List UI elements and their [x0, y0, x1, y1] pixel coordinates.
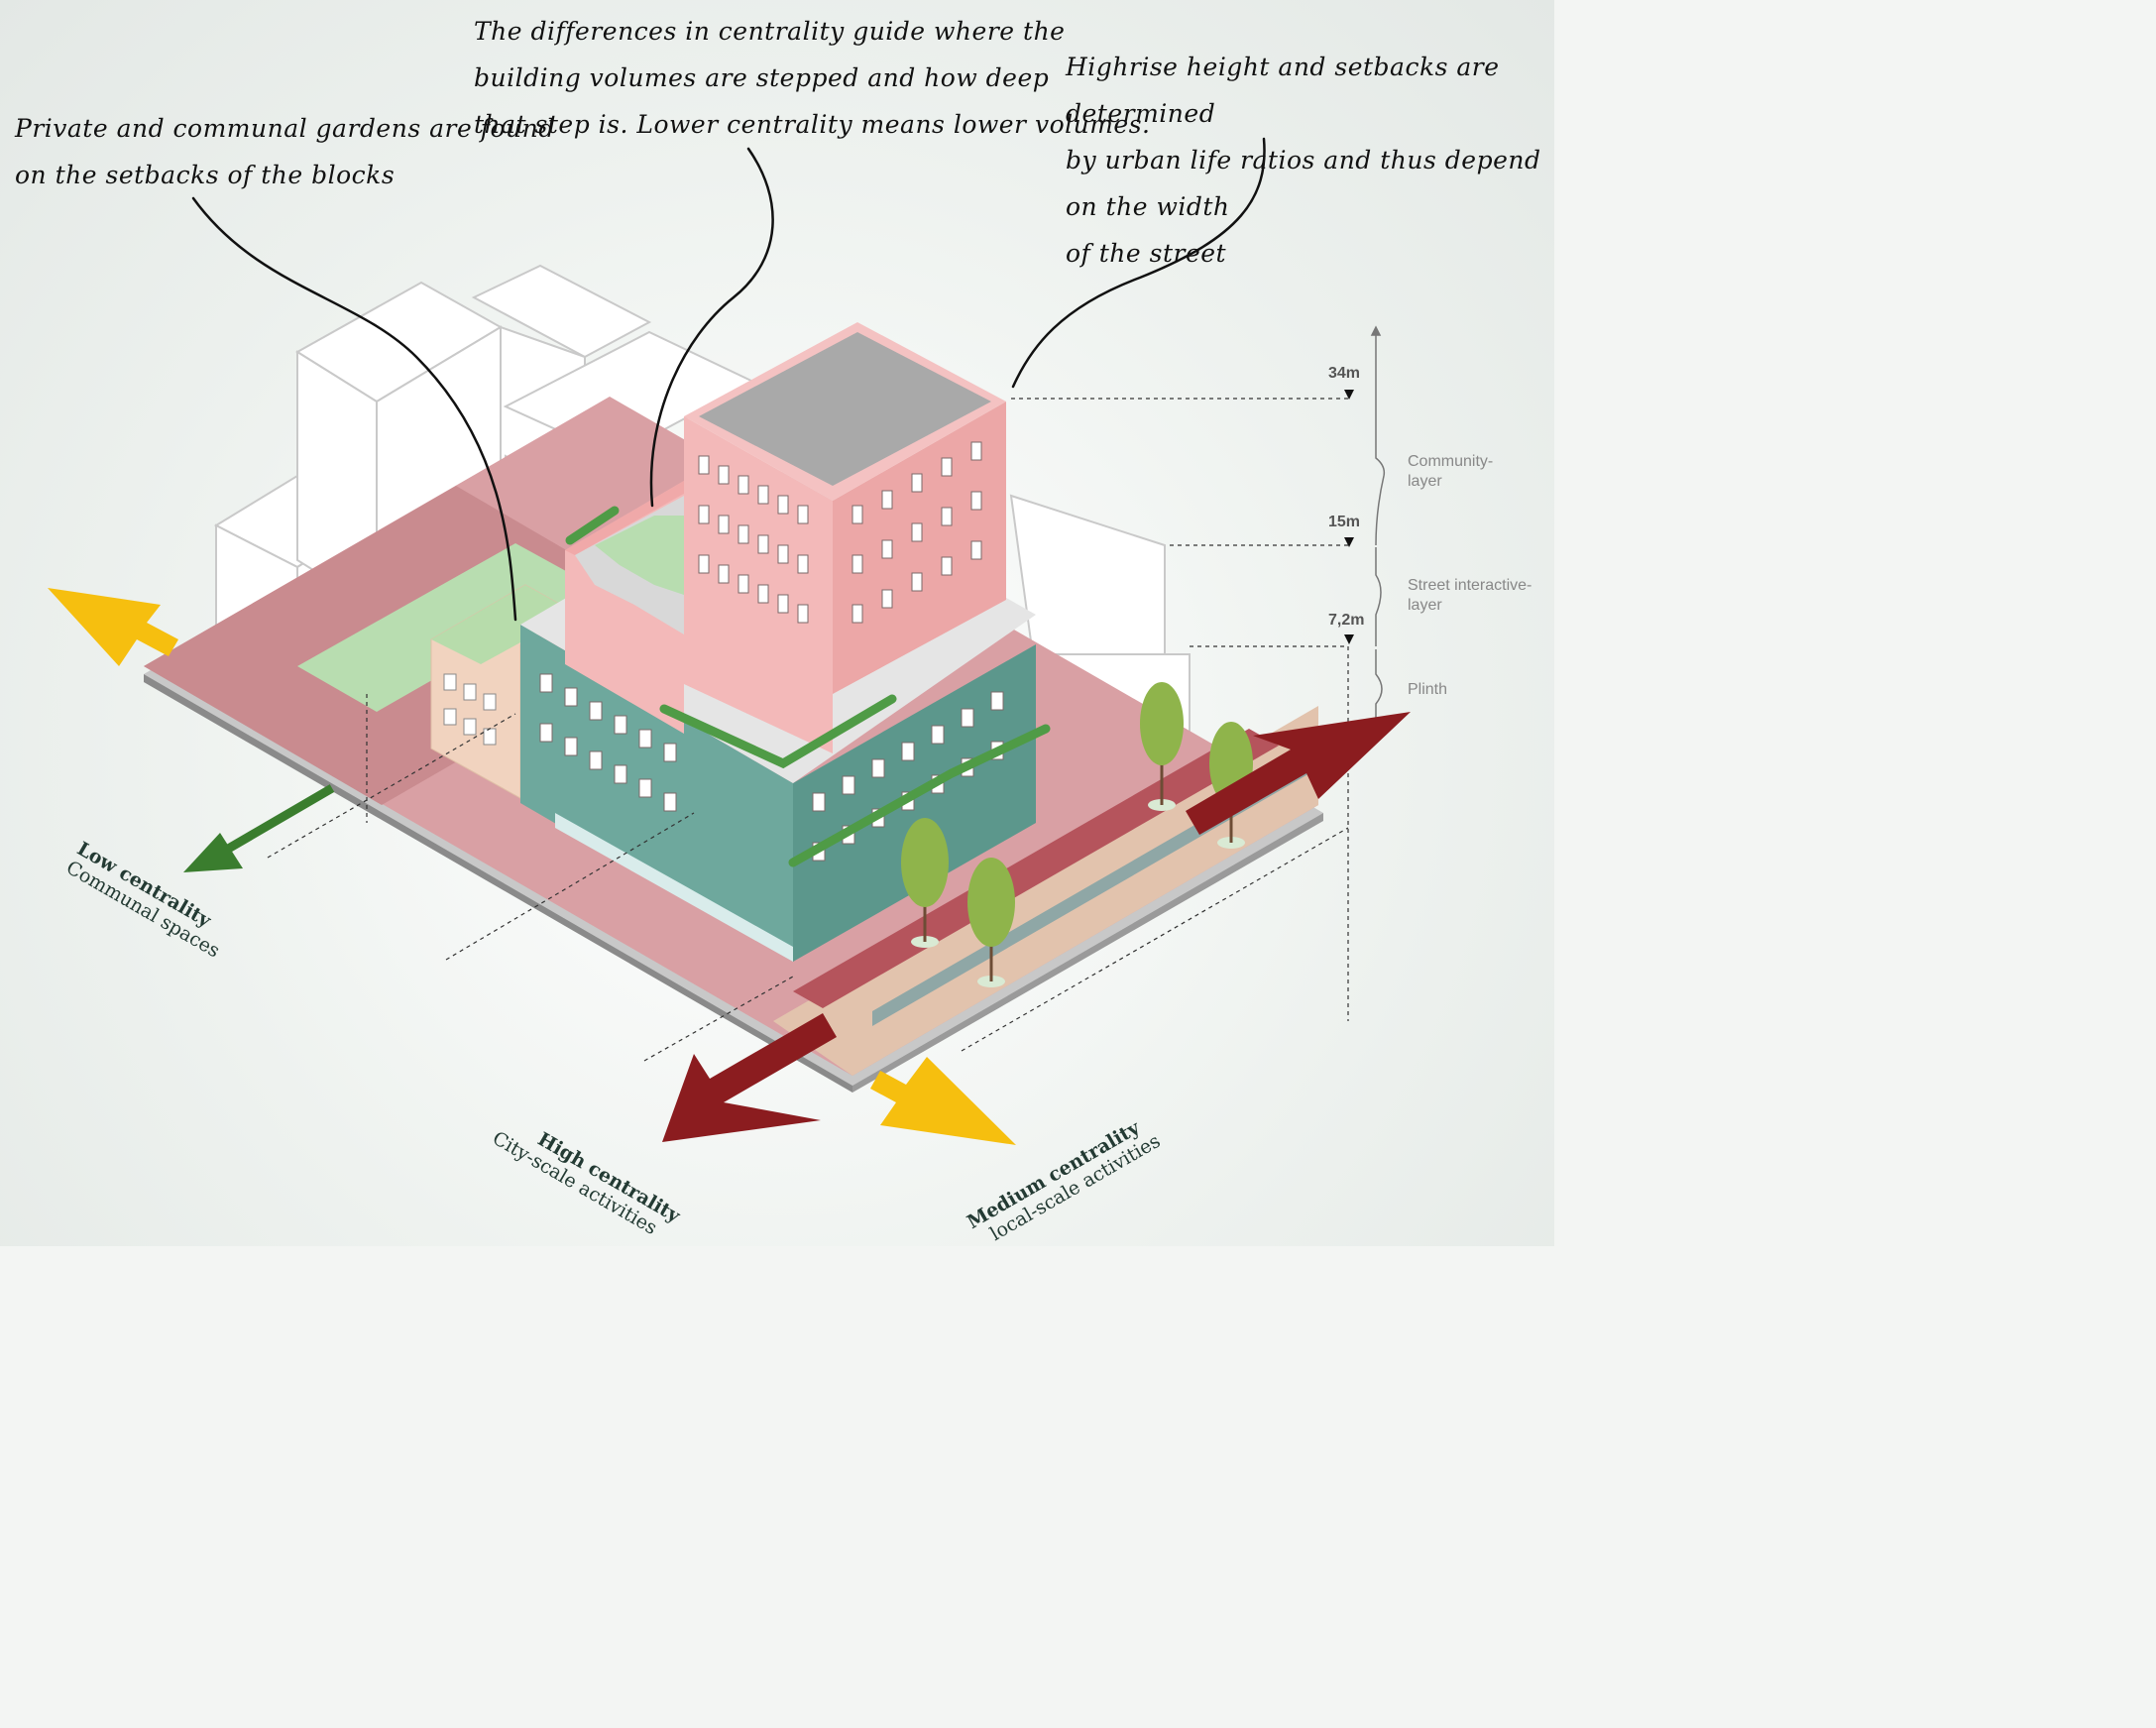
level-label-15m: 15m [1328, 514, 1361, 530]
level-label-7-2m: 7,2m [1328, 612, 1365, 629]
annotation-centrality: The differences in centrality guide wher… [474, 17, 1151, 139]
annotation-highrise: Highrise height and setbacks are determi… [1066, 53, 1541, 268]
layer-brace [1358, 325, 1386, 737]
level-label-34m: 34m [1328, 365, 1361, 382]
layer-label-street: Street interactive- layer [1408, 577, 1532, 614]
trees [901, 682, 1253, 987]
layer-label-plinth: Plinth [1408, 681, 1448, 698]
setback-greenery [565, 506, 1051, 867]
isometric-illustration [48, 137, 1411, 1145]
dimension-lines [267, 398, 1349, 1062]
level-markers [1344, 390, 1354, 644]
diagram-canvas: Private and communal gardens are found o… [0, 0, 1554, 1246]
high-centrality-arrow [662, 712, 1411, 1142]
layer-label-community: Community- layer [1408, 453, 1494, 490]
annotation-gardens: Private and communal gardens are found o… [15, 114, 555, 189]
low-centrality-arrow [183, 784, 335, 872]
medium-centrality-arrow [48, 588, 1016, 1145]
leader-lines [191, 137, 1266, 622]
